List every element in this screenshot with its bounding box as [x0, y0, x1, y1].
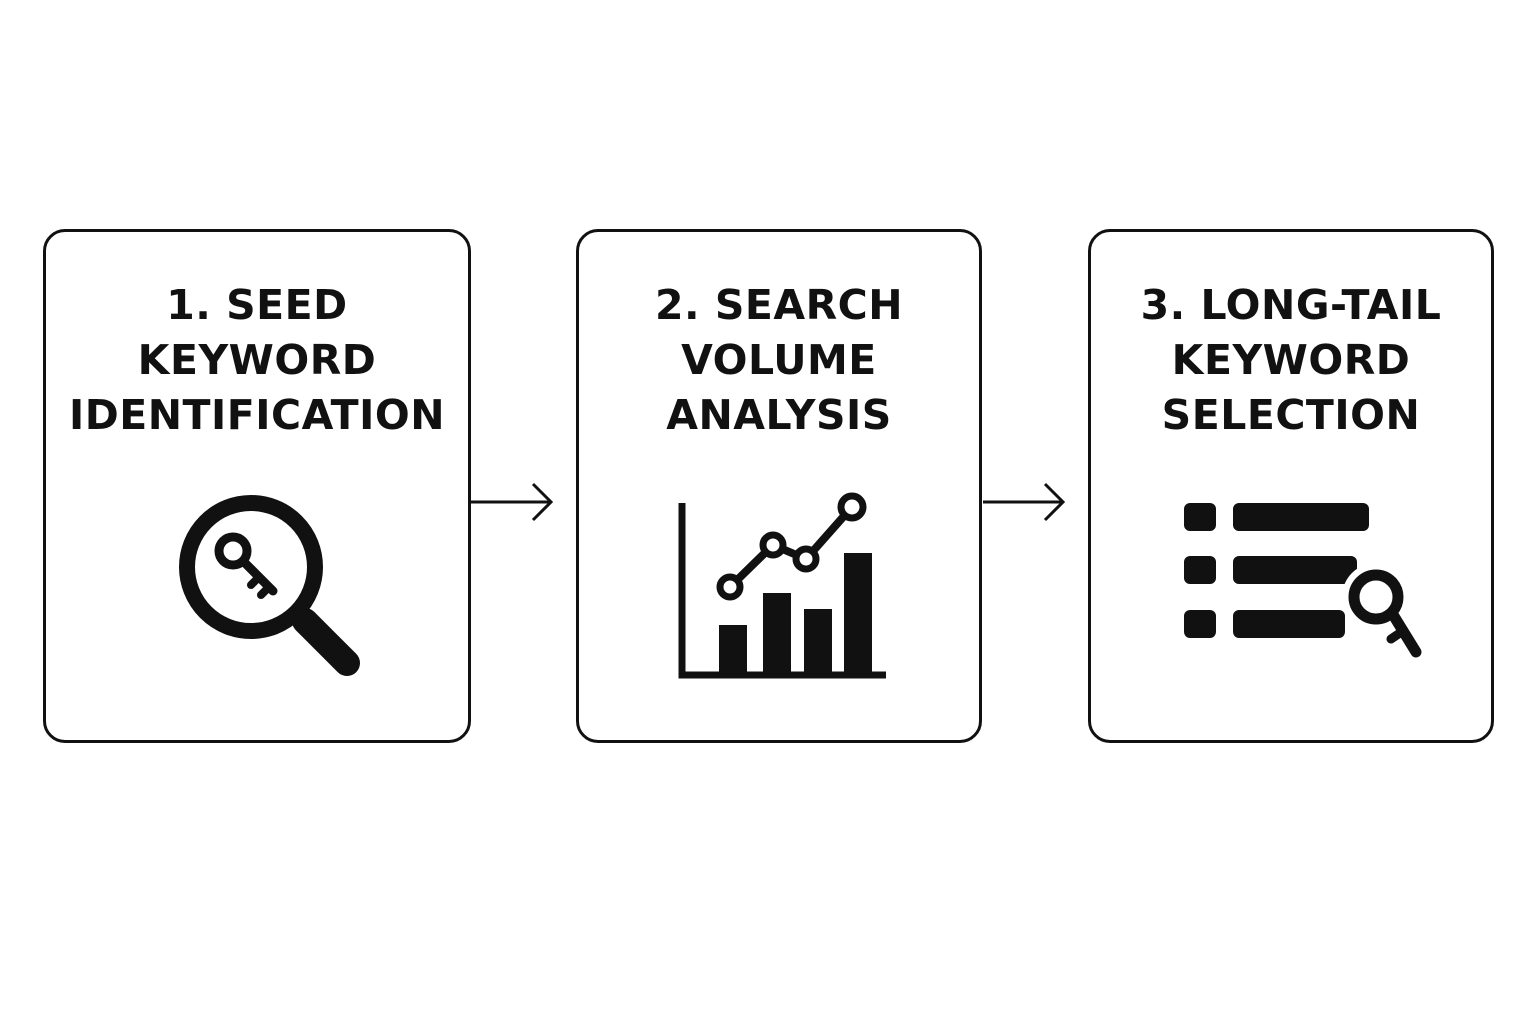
step-title-line: SELECTION: [1161, 391, 1421, 439]
step-title-line: KEYWORD: [137, 336, 377, 384]
arrow-right-icon: [471, 482, 554, 522]
arrow-right-icon: [983, 482, 1066, 522]
bar-line-chart-icon: [678, 492, 886, 679]
step-box-seed-keyword: 1. SEED KEYWORD IDENTIFICATION: [43, 229, 471, 743]
step-box-long-tail: 3. LONG-TAIL KEYWORD SELECTION: [1088, 229, 1494, 743]
step-title-line: 2. SEARCH: [654, 281, 904, 329]
step-title-line: 1. SEED: [166, 281, 348, 329]
step-title-line: KEYWORD: [1171, 336, 1411, 384]
step-box-search-volume: 2. SEARCH VOLUME ANALYSIS: [576, 229, 982, 743]
list-search-key-icon: [1184, 503, 1422, 658]
step-title-line: IDENTIFICATION: [68, 391, 446, 439]
step-title: 2. SEARCH VOLUME ANALYSIS: [579, 278, 979, 443]
step-title: 1. SEED KEYWORD IDENTIFICATION: [46, 278, 468, 443]
step-title-line: 3. LONG-TAIL: [1140, 281, 1442, 329]
step-title: 3. LONG-TAIL KEYWORD SELECTION: [1091, 278, 1491, 443]
step-title-line: ANALYSIS: [666, 391, 892, 439]
step-title-line: VOLUME: [681, 336, 877, 384]
magnifier-key-icon: [179, 495, 360, 676]
